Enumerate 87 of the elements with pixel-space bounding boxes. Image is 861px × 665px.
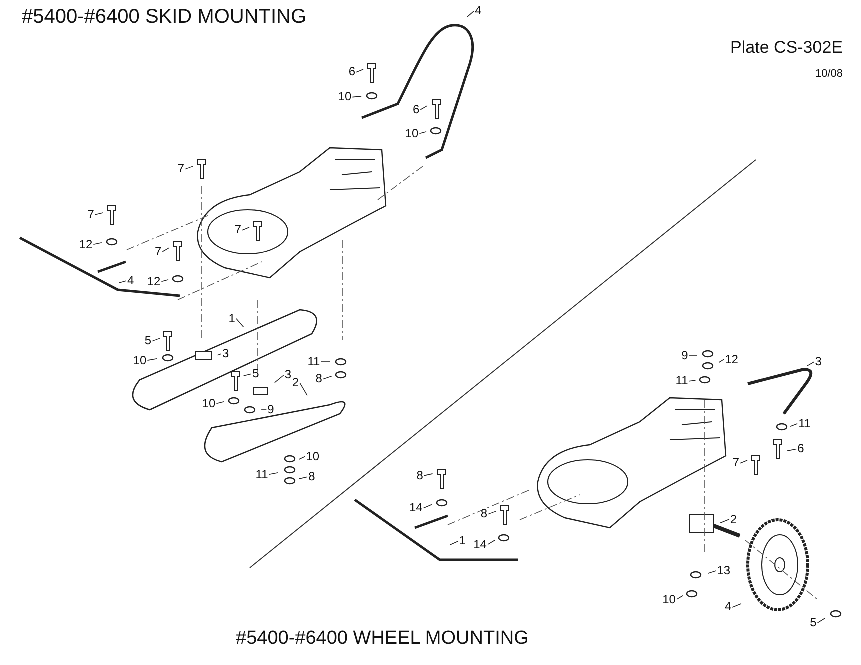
callout-number: 7 [86,208,96,222]
callout-number: 10 [662,593,677,606]
callout-number: 4 [126,274,136,288]
leader-line [152,338,161,342]
leader-line [720,519,730,524]
callout-number: 11 [798,417,812,430]
leader-line [161,280,169,282]
leader-line [688,380,696,382]
leader-line [488,540,496,546]
callout-number: 1 [458,534,468,548]
callout-number: 8 [308,470,316,484]
callout-number: 8 [480,508,489,521]
leader-line [740,460,748,464]
callout-number: 10 [305,450,321,464]
leader-line [242,227,250,231]
callout-number: 3 [814,356,823,369]
leader-line [236,318,244,328]
leader-line [420,106,428,110]
leader-line [817,618,826,624]
leader-line [807,362,815,366]
callout-number: 9 [680,350,690,362]
leader-line [298,456,306,460]
leader-line [787,448,797,452]
callout-number: 10 [404,127,420,140]
callout-number: 4 [724,600,733,614]
callout-number: 7 [176,162,186,176]
leader-line [323,376,332,380]
callout-number: 6 [348,66,357,79]
callout-number: 12 [78,238,94,252]
leader-line [185,166,194,170]
callout-number: 11 [254,468,270,482]
callout-number: 4 [474,4,483,18]
leader-line [424,474,434,476]
callout-number: 2 [729,513,738,526]
leader-line [147,358,158,361]
callout-number: 8 [416,469,424,482]
callout-number: 6 [796,442,806,456]
callout-number: 10 [201,397,217,410]
callout-number: 6 [412,103,421,116]
callout-number: 7 [234,224,243,237]
callout-number: 3 [222,348,230,361]
leader-line [274,374,284,384]
leader-line [217,354,222,356]
leader-line [356,69,364,73]
leader-line [95,212,104,216]
leader-line [466,11,474,18]
leader-line [676,595,684,600]
revision-date: 10/08 [815,68,843,80]
leader-line [300,382,308,396]
leader-line [119,280,127,284]
leader-line [450,541,459,546]
callout-number: 14 [408,502,424,515]
callout-number: 10 [132,354,148,368]
callout-number: 12 [146,275,162,288]
leader-line [268,472,279,475]
callout-number: 10 [337,90,353,104]
callout-number: 5 [144,334,153,348]
callout-number: 3 [284,368,293,382]
callout-number: 7 [732,456,741,470]
callout-number: 9 [266,404,276,416]
callout-number: 5 [252,368,260,381]
leader-line [423,504,432,509]
diagram-title: #5400-#6400 SKID MOUNTING [22,6,307,29]
callout-number: 1 [228,312,236,326]
leader-line [488,511,497,515]
leader-line [708,570,717,574]
callout-number: 13 [716,564,732,578]
section-heading: #5400-#6400 WHEEL MOUNTING [236,628,529,650]
leader-line [352,96,362,98]
callout-number: 11 [674,374,690,388]
leader-line [162,248,170,252]
callout-number: 12 [724,353,740,366]
plate-number: Plate CS-302E [730,38,843,58]
leader-line [732,603,742,608]
leader-line [216,402,225,404]
leader-line [243,374,252,376]
callout-number: 7 [154,245,163,258]
callout-number: 11 [306,356,322,368]
callout-number: 8 [314,372,324,386]
leader-line [419,132,427,134]
callout-number: 5 [809,616,818,630]
leader-line [718,359,724,363]
callout-number: 2 [291,376,300,390]
leader-line [93,242,102,246]
callout-number: 14 [472,538,488,552]
leader-line [790,423,798,428]
leader-line [298,476,308,480]
